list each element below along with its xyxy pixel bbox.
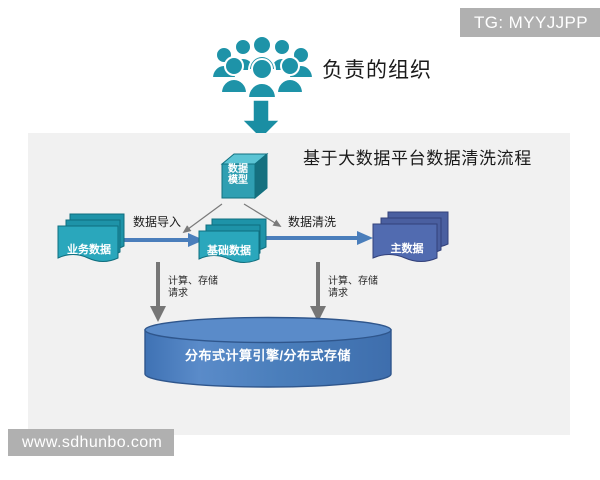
down-block-arrow-icon	[240, 99, 282, 141]
arrow-import	[124, 233, 204, 247]
master-data-stack[interactable]: 主数据	[372, 210, 450, 266]
responsible-org-label: 负责的组织	[322, 59, 432, 82]
watermark-bottom-left: www.sdhunbo.com	[8, 429, 175, 456]
request-label-right: 计算、存储 请求	[328, 276, 378, 300]
request-label-left-line2: 请求	[168, 288, 188, 299]
request-label-right-line2: 请求	[328, 288, 348, 299]
import-flow-label: 数据导入	[133, 215, 182, 229]
panel-title: 基于大数据平台数据清洗流程	[303, 149, 532, 168]
business-data-stack[interactable]: 业务数据	[56, 212, 126, 264]
arrow-request-left	[150, 262, 166, 322]
watermark-top-right: TG: MYYJJPP	[460, 8, 600, 37]
arrow-clean	[265, 231, 373, 245]
data-model-cube[interactable]	[212, 152, 269, 204]
distributed-storage-cylinder[interactable]	[144, 316, 392, 389]
request-label-right-line1: 计算、存储	[328, 276, 378, 287]
arrow-request-right	[310, 262, 326, 322]
people-group-icon	[210, 35, 315, 100]
process-panel	[28, 133, 570, 435]
clean-flow-label: 数据清洗	[288, 215, 337, 229]
basic-data-stack[interactable]: 基础数据	[198, 217, 268, 265]
request-label-left: 计算、存储 请求	[168, 276, 218, 300]
request-label-left-line1: 计算、存储	[168, 276, 218, 287]
